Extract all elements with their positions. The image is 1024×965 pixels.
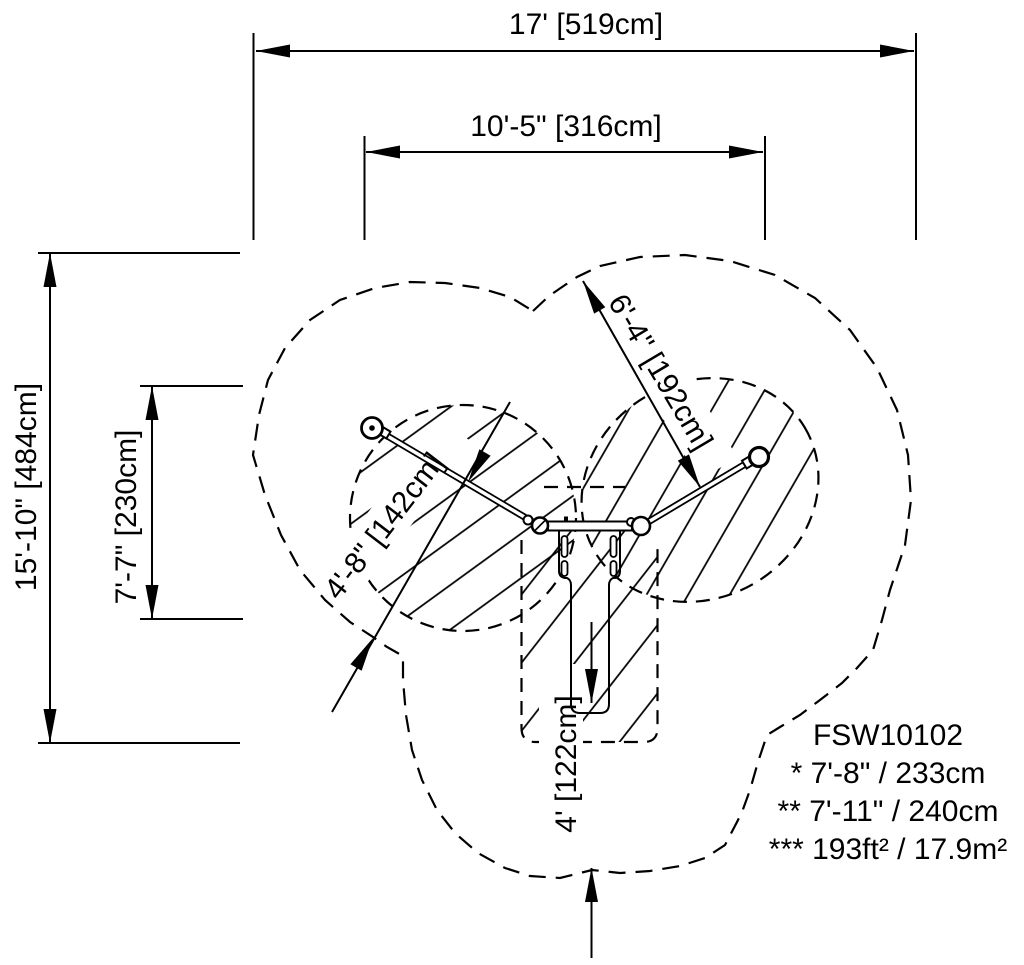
dimension-clearance-bottom xyxy=(585,622,598,958)
center-beam xyxy=(547,520,633,532)
center-clearance-outline xyxy=(520,540,659,744)
arrowhead xyxy=(468,449,491,482)
product-code: FSW10102 xyxy=(813,719,963,752)
arrowhead xyxy=(880,44,914,58)
arrowhead xyxy=(585,868,598,902)
arrowhead xyxy=(145,386,159,420)
product-spec-height: * 7'-8" / 233cm xyxy=(791,757,986,790)
right-clearance-outline xyxy=(580,377,820,603)
dim-width-overall-label: 17' [519cm] xyxy=(509,8,663,41)
mask-clearance-right-label xyxy=(584,264,738,480)
dimension-clearance-left xyxy=(331,401,511,713)
hatched-clearance-zones xyxy=(350,378,819,742)
bolt-slot xyxy=(609,535,618,558)
plate-bolt-slots xyxy=(560,535,618,577)
right-hub xyxy=(630,515,652,537)
arrowhead xyxy=(583,281,606,314)
dimension-width-inner xyxy=(363,136,766,240)
left-hub-detail xyxy=(534,519,546,532)
right-swing-arm-core xyxy=(648,461,748,523)
outer-safety-boundary xyxy=(251,253,913,880)
arrowhead xyxy=(585,669,598,703)
mask-clearance-bottom-label xyxy=(539,664,583,870)
arrowhead xyxy=(677,454,700,487)
beam-bolt-tick xyxy=(564,516,568,522)
bolt-slot xyxy=(560,535,569,558)
swing-structure xyxy=(360,416,771,714)
bolt-slot xyxy=(560,560,569,577)
left-clearance-hatch xyxy=(350,405,576,631)
dim-height-overall-label: 15'-10" [484cm] xyxy=(10,383,43,591)
dim-height-inner-label: 7'-7" [230cm] xyxy=(110,430,143,605)
product-spec-width: ** 7'-11" / 240cm xyxy=(778,795,999,828)
arrowhead xyxy=(43,253,57,287)
product-spec-area: *** 193ft² / 17.9m² xyxy=(769,833,1007,866)
arrowhead xyxy=(350,638,373,671)
arrowhead xyxy=(366,145,400,159)
text-masks xyxy=(294,264,738,870)
arrowhead xyxy=(43,709,57,743)
arrowhead xyxy=(256,44,290,58)
mounting-plate xyxy=(558,529,621,714)
left-hub-clevis xyxy=(522,514,534,526)
right-post xyxy=(747,445,771,469)
dimension-height-inner xyxy=(140,385,243,620)
dimension-line xyxy=(582,280,701,488)
dimension-width-overall xyxy=(252,33,917,240)
dim-clearance-bottom-label: 4' [122cm] xyxy=(550,695,583,832)
dimension-height-overall xyxy=(38,252,240,744)
left-swing-arm-core xyxy=(383,432,533,523)
product-note-block: FSW10102 * 7'-8" / 233cm ** 7'-11" / 240… xyxy=(769,719,1007,866)
mask-clearance-left-label xyxy=(294,418,474,634)
bolt-slot xyxy=(609,560,618,577)
arrowhead xyxy=(145,585,159,619)
left-clearance-outline xyxy=(348,403,578,633)
inner-zone-outlines xyxy=(348,377,820,744)
arrowhead xyxy=(729,145,763,159)
dimension-clearance-right xyxy=(582,280,701,488)
dim-width-inner-label: 10'-5" [316cm] xyxy=(470,110,661,143)
left-post-center-dot xyxy=(369,425,375,431)
